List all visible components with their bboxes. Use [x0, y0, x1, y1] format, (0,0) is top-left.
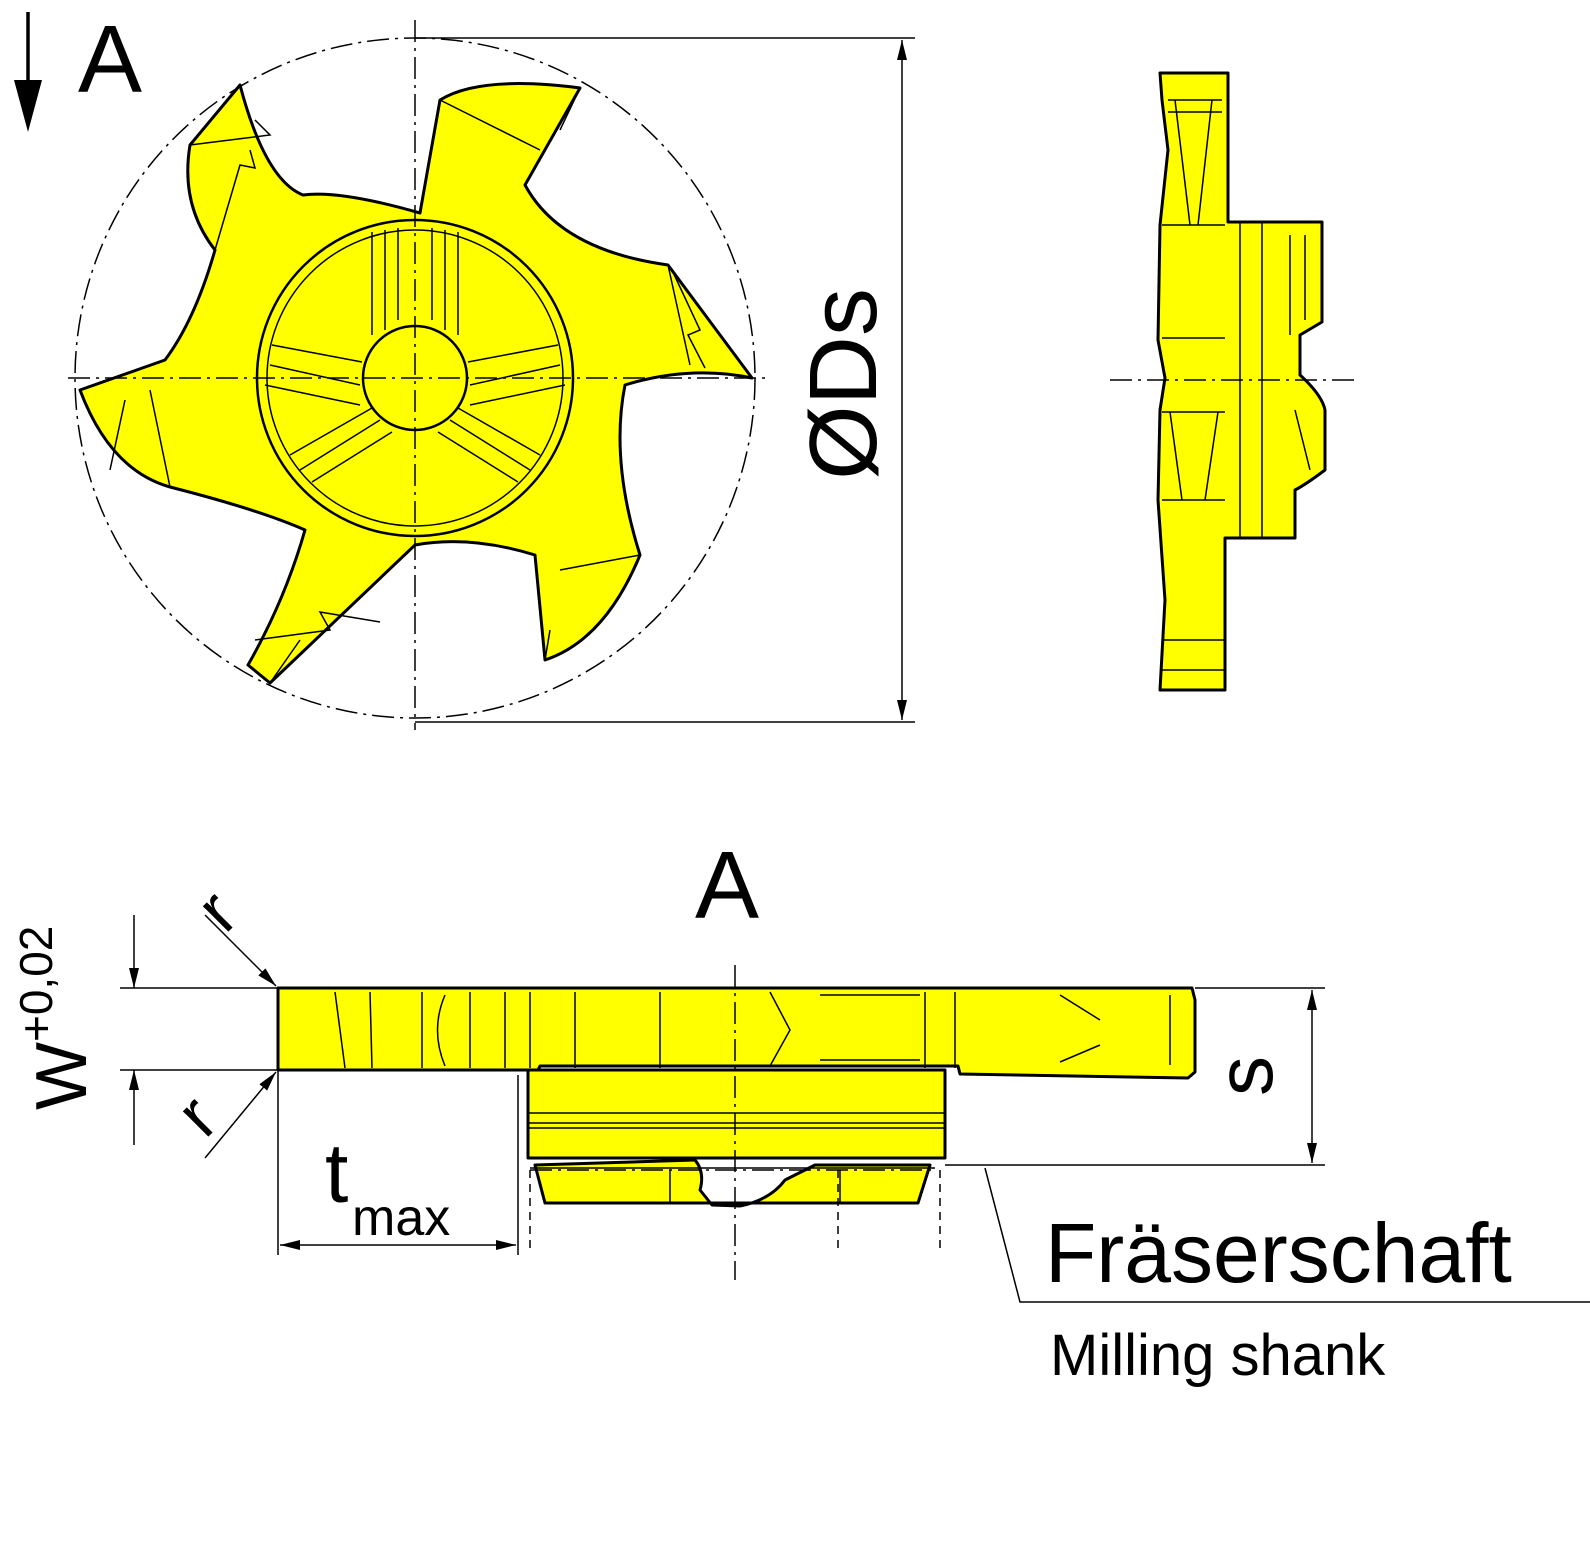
side-view — [1110, 71, 1355, 692]
cutter-insert-front — [78, 82, 754, 685]
cutter-hub-section — [526, 1068, 947, 1160]
bottom-view — [120, 914, 1590, 1303]
view-marker-label: A — [78, 6, 142, 113]
front-view — [68, 20, 915, 730]
view-direction-marker — [14, 12, 42, 132]
hub-slots — [264, 228, 566, 483]
section-title: A — [695, 832, 759, 939]
shank-section — [533, 1158, 932, 1208]
tmax-main: t — [325, 1126, 348, 1220]
cutter-insert-side — [1156, 71, 1327, 692]
shank-label-en: Milling shank — [1050, 1323, 1386, 1388]
edge-facets — [334, 991, 1171, 1069]
tooth-facets — [109, 87, 706, 684]
width-label: W — [22, 1042, 102, 1110]
shank-label-de: Fräserschaft — [1045, 1206, 1512, 1300]
tmax-sub: max — [352, 1189, 450, 1247]
radius-bottom-label: r — [162, 1081, 232, 1151]
thickness-label: s — [1200, 1056, 1289, 1096]
radius-top-label: r — [182, 876, 252, 946]
svg-text:W+0,02: W+0,02 — [10, 926, 102, 1110]
width-tolerance: +0,02 — [10, 926, 62, 1042]
width-label-group: W+0,02 — [10, 926, 102, 1110]
cutter-insert-edge — [276, 986, 1197, 1080]
diameter-label: ØDs — [790, 288, 897, 480]
shank-leader-line — [984, 1167, 1590, 1303]
